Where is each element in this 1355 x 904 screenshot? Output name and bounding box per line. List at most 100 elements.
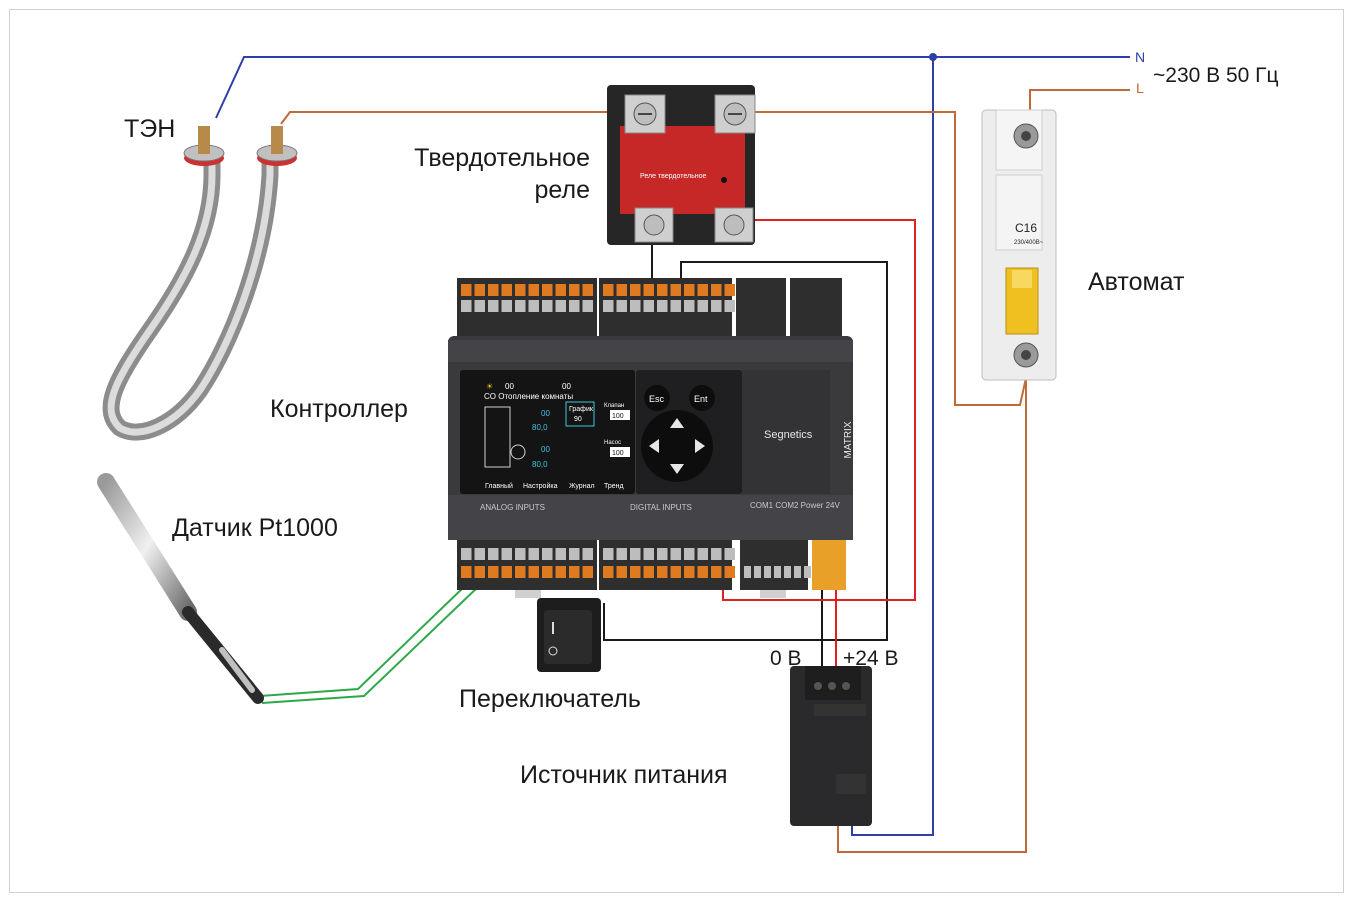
terminal-screw: [724, 300, 735, 312]
bottom-group-3: COM1 COM2 Power 24V: [750, 501, 840, 510]
terminal-latch: [630, 566, 641, 578]
screen-tab-3: Журнал: [569, 483, 595, 490]
controller-label: Контроллер: [270, 395, 408, 423]
terminal-latch: [528, 284, 539, 296]
terminal-latch: [582, 284, 593, 296]
terminal-latch: [697, 566, 708, 578]
terminal-latch: [670, 284, 681, 296]
terminal-screw: [474, 548, 485, 560]
screen-setpoint-1: 00: [541, 409, 550, 418]
terminal-latch: [697, 284, 708, 296]
neutral-wire: [215, 53, 1130, 836]
terminal-screw: [697, 548, 708, 560]
terminal-screw: [542, 300, 553, 312]
terminal-screw: [684, 300, 695, 312]
terminal-latch: [684, 284, 695, 296]
terminal-latch: [630, 284, 641, 296]
screen-graph-val: 90: [574, 416, 582, 423]
terminal-screw: [684, 548, 695, 560]
terminal-screw: [488, 548, 499, 560]
screen-valve-val: 100: [612, 413, 624, 420]
terminal-latch: [461, 566, 472, 578]
terminal-screw: [515, 548, 526, 560]
terminal-latch: [657, 566, 668, 578]
line-wire: [280, 89, 1130, 853]
breaker-label: Автомат: [1088, 268, 1185, 296]
screen-graph-btn: График: [569, 406, 594, 413]
terminal-latch: [488, 566, 499, 578]
terminal-screw: [657, 300, 668, 312]
terminal-screw: [697, 300, 708, 312]
terminal-screw: [616, 300, 627, 312]
terminal-latch: [724, 566, 735, 578]
terminal-latch: [474, 566, 485, 578]
terminal-screw: [582, 300, 593, 312]
screen-pump-label: Насос: [604, 440, 621, 446]
terminal-screw: [528, 548, 539, 560]
terminal-latch: [501, 284, 512, 296]
terminal-screw: [754, 566, 761, 578]
terminal-screw: [724, 548, 735, 560]
terminal-screw: [711, 548, 722, 560]
bottom-group-2: DIGITAL INPUTS: [630, 503, 692, 512]
terminal-latch: [643, 284, 654, 296]
terminal-screw: [515, 300, 526, 312]
svg-text:☀: ☀: [486, 382, 493, 391]
terminal-screw: [643, 548, 654, 560]
terminal-screw: [804, 566, 811, 578]
terminal-latch: [569, 284, 580, 296]
l-label: L: [1136, 80, 1144, 96]
relay-title: Реле твердотельное: [640, 173, 707, 180]
terminal-latch: [684, 566, 695, 578]
terminal-latch: [542, 284, 553, 296]
supply-voltage-label: ~230 В 50 Гц: [1153, 64, 1279, 87]
terminal-latch: [474, 284, 485, 296]
terminal-latch: [555, 284, 566, 296]
terminal-screw: [569, 300, 580, 312]
screen-reading-2: 80,0: [532, 460, 548, 469]
heater-label: ТЭН: [124, 115, 176, 143]
terminal-screw: [555, 548, 566, 560]
terminal-screw: [582, 548, 593, 560]
terminal-latch: [603, 566, 614, 578]
controller-brand: Segnetics: [764, 429, 813, 441]
terminal-screw: [764, 566, 771, 578]
terminal-latch: [603, 284, 614, 296]
terminal-latch: [501, 566, 512, 578]
terminal-latch: [616, 284, 627, 296]
circuit-breaker-icon: C16 230/400В~: [981, 109, 1057, 381]
rocker-switch-icon: [537, 598, 601, 672]
terminal-screw: [603, 300, 614, 312]
terminal-screw: [569, 548, 580, 560]
terminal-screw: [774, 566, 781, 578]
terminal-screw: [616, 548, 627, 560]
screen-title: CO Отопление комнаты: [484, 392, 573, 401]
plus24v-label: +24 В: [843, 647, 899, 670]
terminal-latch: [555, 566, 566, 578]
screen-tab-2: Настройка: [523, 482, 558, 490]
terminal-screw: [657, 548, 668, 560]
relay-label-line1: Твердотельное: [414, 144, 590, 172]
terminal-latch: [542, 566, 553, 578]
terminal-screw: [744, 566, 751, 578]
controller-model: MATRIX: [843, 421, 854, 458]
screen-reading-1: 80,0: [532, 423, 548, 432]
terminal-screw: [630, 548, 641, 560]
psu-label: Источник питания: [520, 761, 728, 789]
screen-temp-top: 00: [505, 382, 514, 391]
terminal-latch: [657, 284, 668, 296]
breaker-rating: C16: [1015, 221, 1037, 235]
temperature-probe-icon: [97, 473, 264, 704]
screen-tab-4: Тренд: [604, 483, 624, 490]
terminal-screw: [603, 548, 614, 560]
switch-label: Переключатель: [459, 685, 641, 713]
screen-setpoint-2: 00: [541, 445, 550, 454]
terminal-latch: [670, 566, 681, 578]
plc-controller-icon: ☀ 00 00 CO Отопление комнаты 00 80,0 00 …: [448, 278, 854, 598]
sensor-label: Датчик Pt1000: [172, 514, 338, 542]
zero-v-label: 0 В: [770, 647, 802, 670]
n-label: N: [1135, 49, 1146, 65]
sensor-wire: [259, 584, 481, 704]
